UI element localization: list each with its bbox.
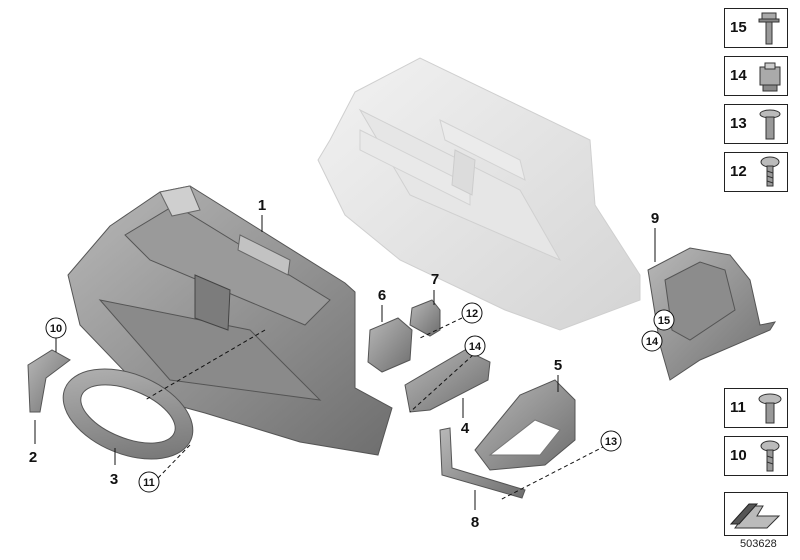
label-2: 2 xyxy=(29,449,37,466)
callout-14: 14 xyxy=(469,341,482,353)
legend-num-11: 11 xyxy=(730,399,746,416)
dashed-leaders xyxy=(144,317,606,501)
label-1: 1 xyxy=(258,197,266,214)
part-6-bracket xyxy=(367,317,413,373)
part-2-bracket xyxy=(27,349,71,413)
arrow-icon-box[interactable] xyxy=(724,492,788,536)
legend-num-14: 14 xyxy=(730,67,747,84)
legend-box-13: 13 xyxy=(724,104,788,144)
diagram-number: 503628 xyxy=(740,538,777,550)
screw-icon xyxy=(760,156,780,187)
part-4-duct xyxy=(404,349,491,413)
clip-nut-icon xyxy=(759,62,781,92)
label-6: 6 xyxy=(378,287,386,304)
part-5-funnel xyxy=(474,379,576,471)
part-7-bracket xyxy=(409,299,441,337)
torx-screw-icon xyxy=(760,440,780,472)
legend-num-12: 12 xyxy=(730,163,747,180)
legend-box-10: 10 xyxy=(724,436,788,476)
part-8-rail xyxy=(439,427,526,499)
callout-11: 11 xyxy=(143,477,155,489)
arrow-icon xyxy=(729,503,781,529)
label-5: 5 xyxy=(554,357,562,374)
legend-num-13: 13 xyxy=(730,115,747,132)
part-labels: 1 2 3 4 5 6 7 8 9 xyxy=(29,197,659,531)
callout-15-circle xyxy=(653,309,675,331)
legend-num-15: 15 xyxy=(730,19,747,36)
leader-lines xyxy=(34,215,656,510)
legend-box-15: 15 xyxy=(724,8,788,48)
label-7: 7 xyxy=(431,271,439,288)
label-9: 9 xyxy=(651,210,659,227)
circled-callouts: 10 11 12 13 14 15 14 xyxy=(45,302,675,493)
legend-box-12: 12 xyxy=(724,152,788,192)
ghost-shroud xyxy=(317,57,641,331)
torx-bolt-icon xyxy=(758,393,782,424)
callout-15-right: 15 xyxy=(658,315,670,327)
push-rivet-icon xyxy=(759,109,781,140)
callout-10: 10 xyxy=(50,323,62,335)
label-4: 4 xyxy=(461,420,470,437)
flange-bolt-icon xyxy=(758,12,780,45)
legend-box-11: 11 xyxy=(724,388,788,428)
callout-14-right: 14 xyxy=(646,336,659,348)
callout-12-circle xyxy=(461,302,483,324)
legend-box-14: 14 xyxy=(724,56,788,96)
callout-13: 13 xyxy=(605,436,617,448)
callout-11-circle xyxy=(138,471,160,493)
legend-num-10: 10 xyxy=(730,447,747,464)
callout-13-circle xyxy=(600,430,622,452)
callout-10-circle xyxy=(45,317,67,339)
callout-14-circle xyxy=(464,335,486,357)
label-8: 8 xyxy=(471,514,479,531)
label-3: 3 xyxy=(110,471,118,488)
part-9-side-shroud xyxy=(647,247,777,381)
callout-12: 12 xyxy=(466,308,478,320)
callout-14b-circle xyxy=(641,330,663,352)
